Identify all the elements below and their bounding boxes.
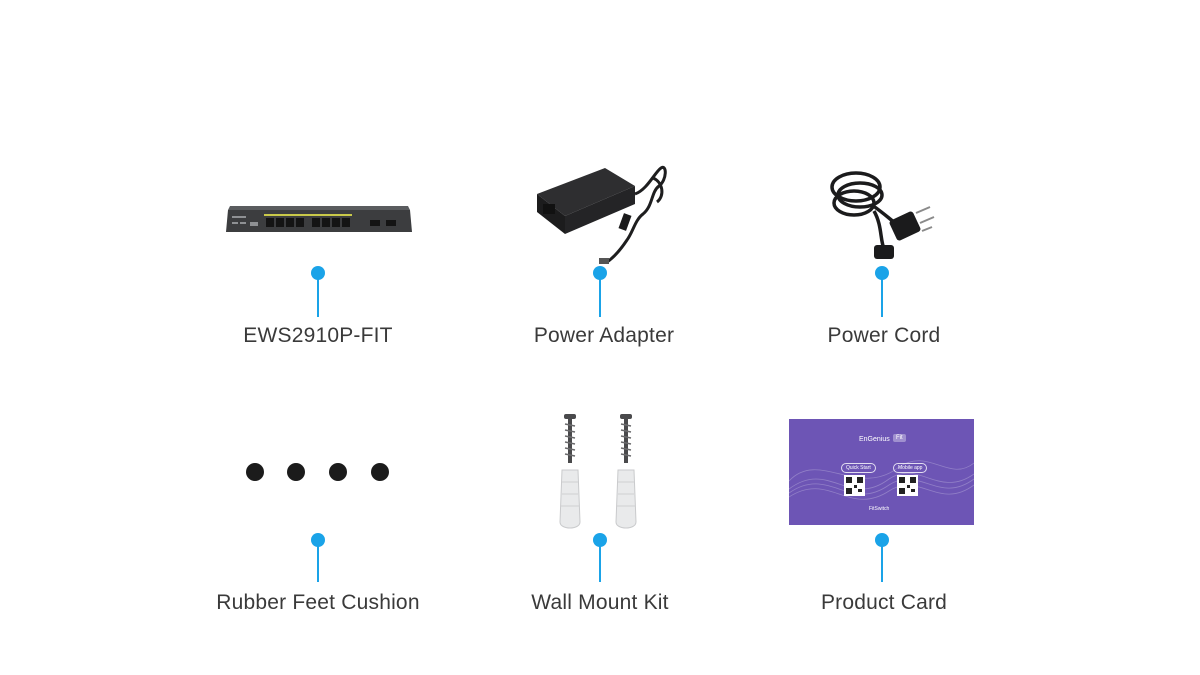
connector-dot [311, 266, 325, 280]
product-card-image: EnGenius Fit Quick Start Mobile app FitS… [789, 419, 974, 525]
connector-dot [875, 533, 889, 547]
quick-start-qr-icon [844, 475, 865, 496]
quick-start-label: Quick Start [841, 463, 876, 473]
connector-line [881, 273, 883, 317]
card-badge: Fit [893, 434, 906, 442]
connector-line [881, 540, 883, 582]
card-brand-logo: EnGenius [859, 436, 890, 443]
connector-dot [593, 533, 607, 547]
connector-line [317, 540, 319, 582]
connector-dot [311, 533, 325, 547]
connector-line [599, 273, 601, 317]
connector-line [599, 540, 601, 582]
item-label: Rubber Feet Cushion [216, 591, 420, 614]
item-label: Power Cord [827, 324, 941, 347]
item-label: Wall Mount Kit [531, 591, 669, 614]
connector-dot [593, 266, 607, 280]
item-label: Power Adapter [533, 324, 675, 347]
card-footer-text: FitSwitch [869, 506, 890, 512]
connector-line [317, 273, 319, 317]
item-label: Product Card [820, 591, 948, 614]
rubber-foot [287, 463, 305, 481]
network-switch-image [226, 206, 412, 232]
rubber-foot [329, 463, 347, 481]
power-cord-image [830, 171, 935, 259]
rubber-foot [246, 463, 264, 481]
mobile-app-qr-icon [897, 475, 918, 496]
wall-mount-kit-image [559, 414, 637, 529]
connector-dot [875, 266, 889, 280]
power-adapter-image [537, 165, 667, 264]
item-label: EWS2910P-FIT [243, 324, 393, 347]
mobile-app-label: Mobile app [893, 463, 928, 473]
rubber-foot [371, 463, 389, 481]
